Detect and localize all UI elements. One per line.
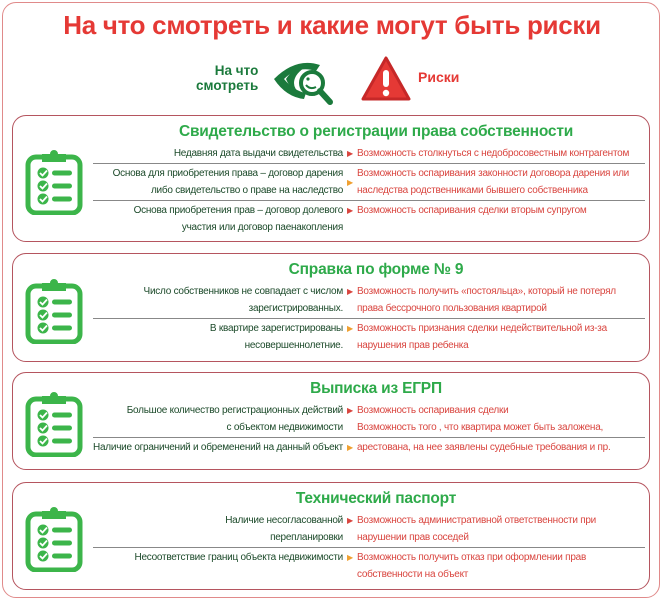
risk-line: Возможность столкнуться с недобросовестн… (357, 148, 630, 159)
risk-line: нарушении прав соседей (357, 532, 469, 543)
what-to-check-line: Наличие несогласованной (225, 515, 343, 526)
risk-line: права бессрочного пользования квартирой (357, 303, 547, 314)
risk-text: Возможность административной ответственн… (357, 512, 645, 546)
check-row: Большое количество регистрационных дейст… (93, 401, 645, 437)
check-row: Основа приобретения прав – договор долев… (93, 200, 645, 237)
what-to-check: Основа для приобретения права – договор … (93, 165, 344, 199)
risk-text: Возможность признания сделки недействите… (357, 320, 645, 354)
what-to-check-line: перепланировки (270, 532, 343, 543)
what-to-check-line: участия или договор паенакопления (181, 222, 343, 233)
what-to-check-line: либо свидетельство о праве на наследство (150, 185, 343, 196)
arrow-icon: ▶ (347, 206, 353, 215)
clipboard-checklist-icon (23, 278, 85, 349)
document-card: Выписка из ЕГРП Большое количество регист… (12, 372, 650, 470)
clipboard-checklist-icon (23, 149, 85, 220)
arrow-icon: ▶ (347, 406, 353, 415)
what-to-check-line: с объектом недвижимости (226, 422, 344, 433)
what-to-check-line: зарегистрированных. (248, 303, 344, 314)
check-row: Несоответствие границ объекта недвижимос… (93, 547, 645, 584)
risk-text: Возможность оспаривания сделки вторым су… (357, 202, 645, 236)
arrow-icon: ▶ (347, 149, 353, 158)
what-to-check-line: Несоответствие границ объекта недвижимос… (134, 552, 343, 563)
what-to-check: Число собственников не совпадает с число… (93, 283, 344, 317)
card-title: Выписка из ЕГРП (310, 380, 442, 397)
check-row: Число собственников не совпадает с число… (93, 282, 645, 318)
eye-magnifier-icon (274, 62, 333, 105)
risk-line: Возможность того , что квартира может бы… (357, 422, 604, 433)
risk-line: арестована, на нее заявлены судебные тре… (357, 442, 611, 453)
risk-text: Возможность оспаривания законности догов… (357, 165, 645, 199)
arrow-icon: ▶ (347, 287, 353, 296)
card-title: Справка по форме № 9 (288, 261, 464, 278)
what-to-check: Недавняя дата выдачи свидетельства (93, 145, 343, 162)
risk-line: наследства родственниками бывшего собств… (357, 185, 588, 196)
check-row: Основа для приобретения права – договор … (93, 163, 645, 200)
arrow-icon: ▶ (347, 177, 353, 187)
risk-line: Возможность оспаривания законности догов… (357, 168, 629, 179)
what-to-check-line: Большое количество регистрационных дейст… (126, 405, 344, 416)
arrow-icon: ▶ (347, 516, 353, 525)
clipboard-checklist-icon (23, 391, 85, 462)
risk-text: Возможность столкнуться с недобросовестн… (357, 145, 645, 162)
what-to-check-line: В квартире зарегистрированы (209, 323, 343, 334)
clipboard-checklist-icon (23, 506, 85, 577)
risk-text: Возможность получить отказ при оформлени… (357, 549, 645, 583)
arrow-icon: ▶ (347, 324, 353, 333)
legend-look-label: На что смотреть (196, 63, 258, 93)
legend: На что смотреть Риски (0, 55, 664, 105)
what-to-check: Наличие несогласованной перепланировки (93, 512, 343, 546)
risk-text: арестована, на нее заявлены судебные тре… (357, 439, 645, 456)
card-title: Свидетельство о регистрации права собств… (178, 123, 574, 140)
risk-line: Возможность оспаривания сделки (357, 405, 509, 416)
what-to-check: Основа приобретения прав – договор долев… (93, 202, 344, 236)
risk-line: Возможность получить «постояльца», котор… (357, 286, 616, 297)
page-title: На что смотреть и какие могут быть риски (63, 10, 601, 40)
legend-look-line1: На что (214, 63, 259, 78)
risk-line: Возможность получить отказ при оформлени… (357, 552, 587, 563)
what-to-check-line: Наличие ограничений и обременений на дан… (93, 442, 343, 453)
check-row: Наличие несогласованной перепланировки ▶ Во… (93, 511, 645, 547)
warning-triangle-icon (361, 56, 411, 101)
what-to-check-line: Число собственников не совпадает с число… (143, 286, 344, 297)
what-to-check: Большое количество регистрационных дейст… (93, 402, 344, 436)
risk-line: собственности на объект (357, 569, 469, 580)
what-to-check-line: Основа для приобретения права – договор … (112, 168, 344, 179)
risk-line: Возможность оспаривания сделки вторым су… (357, 205, 587, 216)
what-to-check-line: Основа приобретения прав – договор долев… (133, 205, 344, 216)
risk-line: нарушения прав ребенка (357, 340, 469, 351)
risk-line: Возможность административной ответственн… (357, 515, 597, 526)
arrow-icon: ▶ (347, 553, 353, 562)
check-row: Недавняя дата выдачи свидетельства ▶ Возмо… (93, 144, 645, 163)
legend-risk-label: Риски (418, 69, 460, 85)
what-to-check: Наличие ограничений и обременений на дан… (93, 439, 343, 456)
what-to-check-line: Недавняя дата выдачи свидетельства (173, 148, 343, 159)
document-card: Свидетельство о регистрации права собств… (12, 115, 650, 242)
what-to-check-line: несовершеннолетние. (244, 340, 344, 351)
risk-line: Возможность признания сделки недействите… (357, 323, 607, 334)
arrow-icon: ▶ (347, 443, 353, 452)
legend-look-line2: смотреть (196, 78, 259, 93)
risk-text: Возможность получить «постояльца», котор… (357, 283, 645, 317)
card-title: Технический паспорт (295, 490, 457, 507)
check-row: В квартире зарегистрированы несовершеннол… (93, 318, 645, 355)
what-to-check: В квартире зарегистрированы несовершеннол… (93, 320, 343, 354)
what-to-check: Несоответствие границ объекта недвижимос… (93, 549, 343, 583)
document-card: Справка по форме № 9 Число собственников … (12, 253, 650, 362)
check-row: Наличие ограничений и обременений на дан… (93, 437, 645, 457)
